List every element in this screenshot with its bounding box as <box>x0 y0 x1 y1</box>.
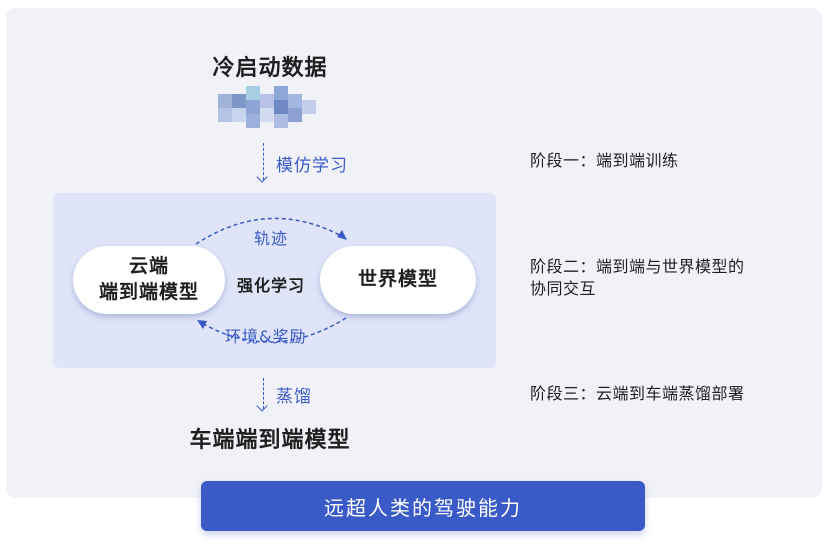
imitation-arrow <box>256 143 271 183</box>
stage-2-text: 阶段二：端到端与世界模型的 协同交互 <box>530 256 745 300</box>
cloud-e2e-model-node: 云端 端到端模型 <box>73 246 225 314</box>
cold-start-title: 冷启动数据 <box>212 56 328 81</box>
env-reward-label: 环境&奖励 <box>225 327 307 346</box>
goal-banner: 远超人类的驾驶能力 <box>201 481 645 531</box>
vehicle-e2e-model-title: 车端端到端模型 <box>189 428 351 453</box>
stage-2-line2: 协同交互 <box>530 279 597 298</box>
stage-2-line1: 阶段二：端到端与世界模型的 <box>530 257 745 276</box>
cold-start-data-image <box>218 86 316 130</box>
stage-3-text: 阶段三：云端到车端蒸馏部署 <box>530 384 745 403</box>
trajectory-label: 轨迹 <box>254 229 289 248</box>
rl-label: 强化学习 <box>237 276 306 295</box>
world-model-label: 世界模型 <box>357 268 438 291</box>
distill-arrow <box>256 378 271 412</box>
distill-label: 蒸馏 <box>276 387 312 407</box>
world-model-node: 世界模型 <box>320 246 476 314</box>
cloud-model-line1: 云端 <box>128 255 169 278</box>
stage-1-text: 阶段一：端到端训练 <box>530 151 679 170</box>
imitation-learning-label: 模仿学习 <box>276 156 348 176</box>
cloud-model-line2: 端到端模型 <box>98 281 199 303</box>
